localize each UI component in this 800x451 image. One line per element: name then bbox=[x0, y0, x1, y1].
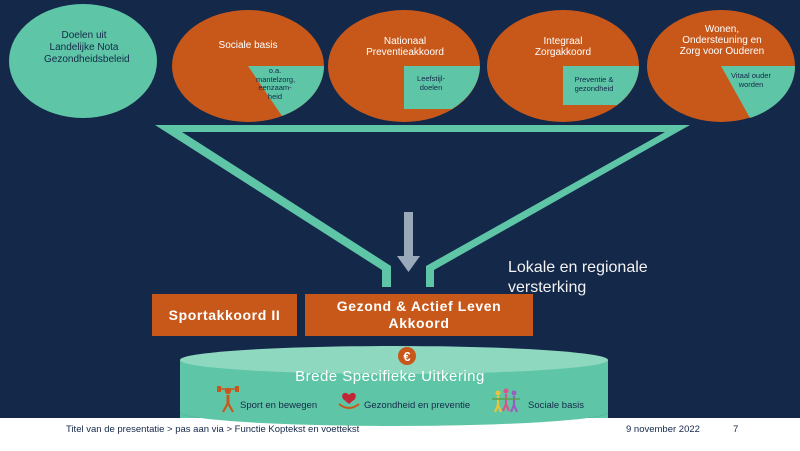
goal-title-4: Integraal Zorgakkoord bbox=[534, 36, 592, 58]
svg-text:€: € bbox=[403, 349, 410, 364]
goal-slice-label-5: Vitaal ouder worden bbox=[731, 71, 771, 89]
goal-slice-2 bbox=[248, 66, 324, 116]
cylinder-bottom bbox=[180, 412, 608, 426]
goal-ellipse-1 bbox=[9, 4, 157, 118]
heart-hand-icon bbox=[338, 392, 360, 409]
goal-title-3: Nationaal Preventieakkoord bbox=[366, 36, 444, 58]
goal-slice-label-3: Leefstijl-doelen bbox=[417, 74, 445, 92]
funding-item-gezondheid: Gezondheid en preventie bbox=[364, 400, 471, 411]
funding-cylinder bbox=[180, 346, 608, 426]
down-arrow-icon bbox=[397, 212, 420, 272]
fitness-person-icon bbox=[217, 386, 239, 413]
funding-item-sport: Sport en bewegen bbox=[240, 400, 318, 411]
footer-page-number: 7 bbox=[733, 424, 739, 435]
people-group-icon bbox=[492, 388, 520, 413]
euro-icon: € bbox=[398, 347, 416, 365]
goal-title-5: Wonen, Ondersteuning en Zorg voor Oudere… bbox=[679, 24, 765, 57]
agreement-gezond-actief: Gezond & Actief Leven Akkoord bbox=[305, 294, 533, 336]
goal-title-1: Doelen uit Landelijke Nota Gezondheidsbe… bbox=[44, 30, 130, 65]
reinforcement-text: Lokale en regionale versterking bbox=[508, 259, 648, 296]
agreement-sportakkoord: Sportakkoord II bbox=[152, 294, 297, 336]
goal-slice-5 bbox=[721, 66, 796, 118]
goal-ellipse-5 bbox=[647, 10, 796, 122]
funding-title: Brede Specifieke Uitkering bbox=[295, 368, 485, 385]
goal-slice-label-2: o.a. mantelzorg, eenzaam-heid bbox=[256, 66, 296, 101]
goal-slice-4 bbox=[563, 66, 639, 105]
agreement-sportakkoord-label: Sportakkoord II bbox=[168, 307, 281, 323]
goal-ellipse-4 bbox=[487, 10, 639, 122]
footer-breadcrumb: Titel van de presentatie > pas aan via >… bbox=[66, 424, 360, 435]
funding-item-sociale-basis: Sociale basis bbox=[528, 400, 584, 411]
goal-slice-label-4: Preventie & gezondheid bbox=[574, 75, 614, 93]
goal-ellipse-2 bbox=[172, 10, 324, 122]
footer-date: 9 november 2022 bbox=[626, 424, 700, 435]
agreement-gezond-actief-label: Gezond & Actief Leven Akkoord bbox=[336, 298, 502, 331]
goal-slice-3 bbox=[404, 66, 480, 109]
goal-ellipse-3 bbox=[328, 10, 480, 122]
goal-title-2: Sociale basis bbox=[218, 40, 278, 51]
